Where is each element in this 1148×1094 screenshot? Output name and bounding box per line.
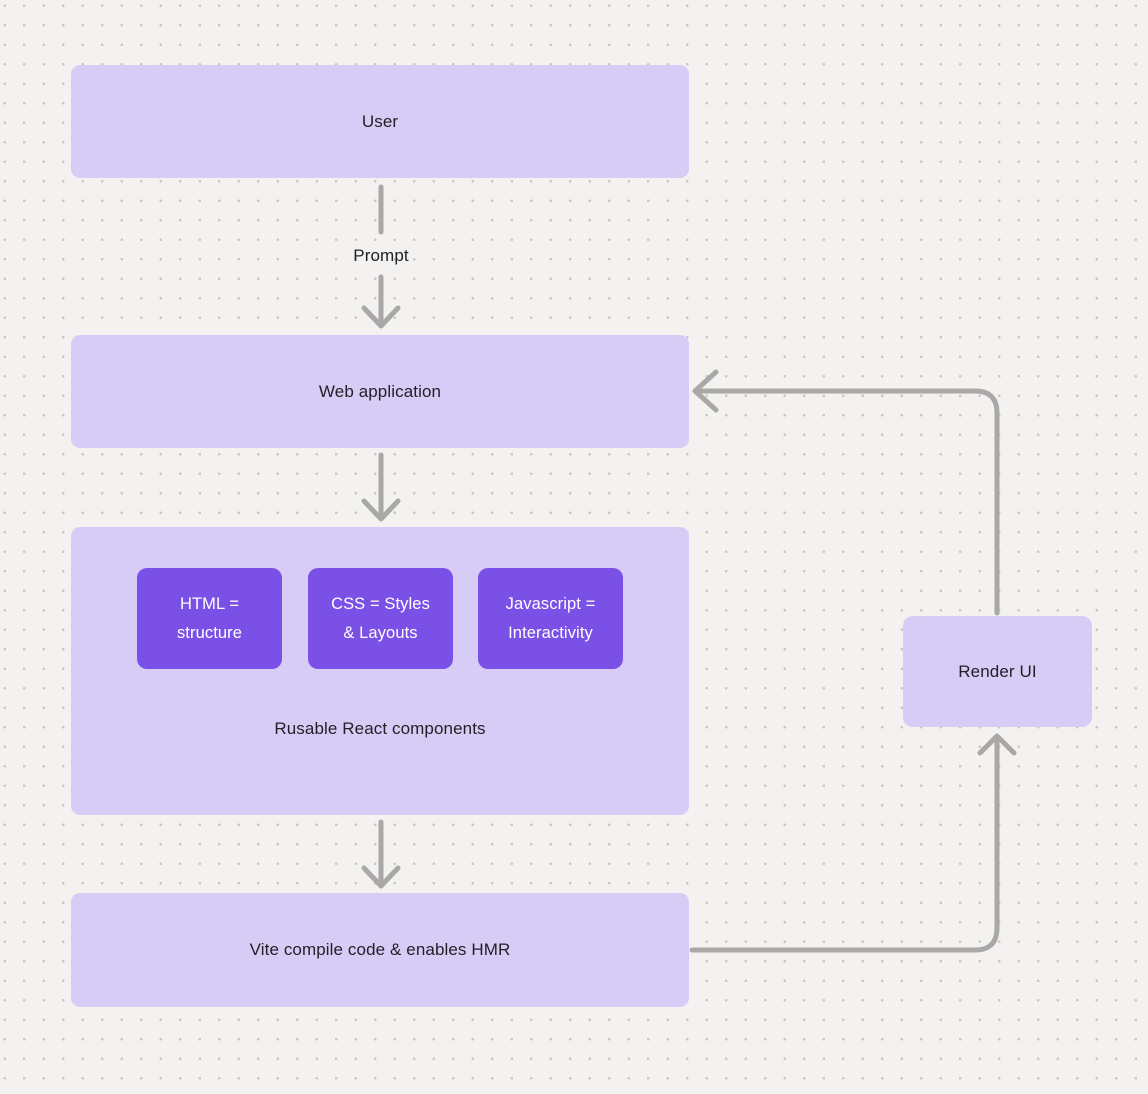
node-components-group[interactable]: HTML = structure CSS = Styles & Layouts …: [71, 527, 689, 815]
node-html-structure[interactable]: HTML = structure: [137, 568, 282, 669]
connector-user-to-webapp[interactable]: [361, 184, 401, 329]
connector-label-prompt[interactable]: Prompt: [353, 246, 409, 265]
arrow-up-icon: [977, 733, 1017, 756]
arrow-down-icon: [361, 305, 401, 329]
arrow-down-icon: [361, 498, 401, 522]
connector-webapp-to-components[interactable]: [361, 452, 401, 522]
connector-line[interactable]: [695, 388, 1000, 616]
node-user-label: User: [361, 111, 399, 131]
connector-line[interactable]: [689, 735, 1000, 953]
node-vite[interactable]: Vite compile code & enables HMR: [71, 893, 689, 1007]
node-vite-label: Vite compile code & enables HMR: [249, 940, 511, 959]
node-render-ui-label: Render UI: [958, 661, 1037, 681]
node-html-label: HTML = structure: [176, 595, 243, 642]
arrow-left-icon: [692, 369, 719, 413]
node-web-application[interactable]: Web application: [71, 335, 689, 448]
node-css-styles[interactable]: CSS = Styles & Layouts: [308, 568, 453, 669]
arrow-down-icon: [361, 865, 401, 889]
connector-components-to-vite[interactable]: [361, 819, 401, 889]
node-web-application-label: Web application: [318, 381, 442, 401]
node-user[interactable]: User: [71, 65, 689, 178]
node-components-group-label: Rusable React components: [274, 719, 486, 738]
node-render-ui[interactable]: Render UI: [903, 616, 1092, 727]
node-javascript-label: Javascript = Interactivity: [505, 595, 596, 642]
node-css-label: CSS = Styles & Layouts: [331, 595, 430, 642]
node-javascript-interactivity[interactable]: Javascript = Interactivity: [478, 568, 623, 669]
connector-renderui-to-webapp[interactable]: [692, 369, 1000, 616]
connector-vite-to-renderui[interactable]: [689, 733, 1017, 953]
